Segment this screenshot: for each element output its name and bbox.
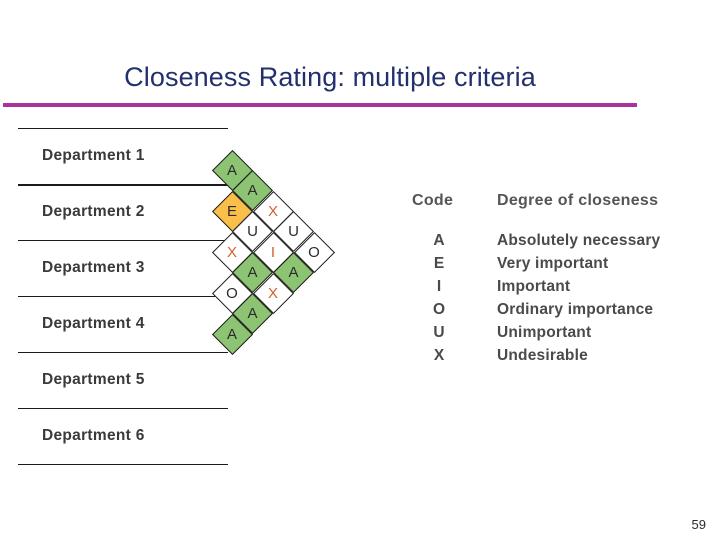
department-row: Department 1 — [18, 128, 228, 184]
department-label: Department 4 — [42, 315, 145, 332]
legend-degree: Very important — [497, 255, 609, 272]
department-label: Department 3 — [42, 259, 145, 276]
legend-degree: Unimportant — [497, 324, 592, 341]
legend-degree: Undesirable — [497, 347, 588, 364]
department-row: Department 6 — [18, 408, 228, 464]
legend-header-degree: Degree of closeness — [497, 192, 659, 209]
department-separator-line — [18, 464, 228, 465]
department-separator-line — [18, 296, 228, 297]
legend-degree: Absolutely necessary — [497, 232, 661, 249]
legend-row: I Important — [412, 278, 712, 301]
page-number: 59 — [691, 517, 706, 532]
department-label: Department 5 — [42, 371, 145, 388]
department-row: Department 4 — [18, 296, 228, 352]
legend-code: I — [436, 278, 442, 295]
legend-header: Code Degree of closeness — [412, 192, 712, 232]
department-stack: Department 1 Department 2 Department 3 Depa… — [18, 128, 228, 470]
page-title: Closeness Rating: multiple criteria — [124, 62, 536, 92]
legend-code: A — [433, 232, 445, 249]
legend-code: O — [432, 301, 446, 318]
department-row: Department 3 — [18, 240, 228, 296]
department-row: Department 2 — [18, 184, 228, 240]
title-divider — [3, 103, 637, 107]
legend-degree: Ordinary importance — [497, 301, 654, 318]
legend-row: O Ordinary importance — [412, 301, 712, 324]
legend-row: A Absolutely necessary — [412, 232, 712, 255]
legend: Code Degree of closeness A Absolutely nec… — [412, 192, 712, 370]
legend-code: E — [433, 255, 445, 272]
legend-degree: Important — [497, 278, 571, 295]
department-separator-line — [18, 240, 228, 241]
legend-code: X — [433, 347, 445, 364]
legend-row: U Unimportant — [412, 324, 712, 347]
department-label: Department 6 — [42, 427, 145, 444]
department-separator-line — [18, 184, 228, 186]
legend-code: U — [433, 324, 445, 341]
department-label: Department 1 — [42, 147, 145, 164]
department-separator-line — [18, 408, 228, 409]
department-separator-line — [18, 128, 228, 129]
legend-header-code: Code — [412, 192, 454, 209]
legend-row: X Undesirable — [412, 347, 712, 370]
legend-row: E Very important — [412, 255, 712, 278]
department-row: Department 5 — [18, 352, 228, 408]
department-separator-line — [18, 352, 228, 353]
department-label: Department 2 — [42, 203, 145, 220]
